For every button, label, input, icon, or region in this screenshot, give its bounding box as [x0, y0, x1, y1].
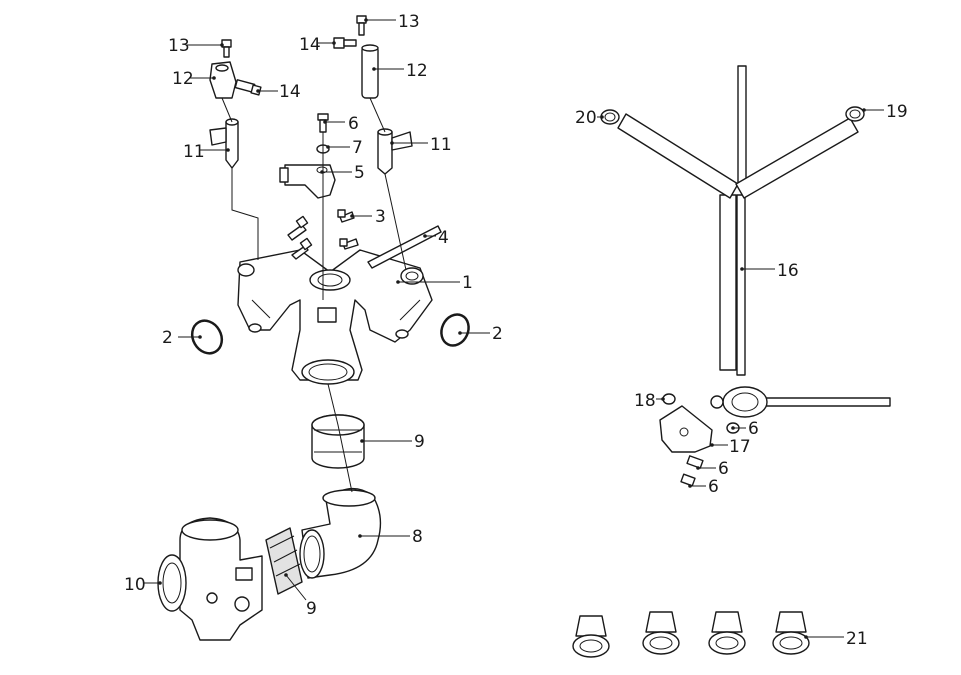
svg-text:1: 1	[462, 273, 473, 293]
fitting-14-right	[333, 37, 357, 49]
svg-text:13: 13	[168, 36, 190, 56]
callout-2-right: 2	[458, 324, 503, 344]
injector-right	[377, 128, 413, 175]
svg-text:7: 7	[352, 138, 363, 158]
callout-9-lower: 9	[284, 573, 317, 619]
svg-text:10: 10	[124, 575, 146, 595]
svg-text:5: 5	[354, 163, 365, 183]
svg-text:14: 14	[279, 82, 301, 102]
svg-text:13: 13	[398, 12, 420, 32]
svg-text:6: 6	[348, 114, 359, 134]
callout-12-right: 12	[372, 61, 428, 81]
svg-text:11: 11	[183, 142, 205, 162]
callout-16: 16	[740, 261, 799, 281]
callout-6-top: 6	[323, 114, 359, 134]
callout-4: 4	[423, 228, 449, 248]
bracket-part	[367, 225, 442, 269]
callout-9-upper: 9	[360, 432, 425, 452]
assembly-lines	[221, 97, 407, 493]
svg-text:3: 3	[375, 207, 386, 227]
callout-2-left: 2	[162, 328, 202, 348]
callout-6-r1: 6	[731, 419, 759, 439]
callout-14-left: 14	[256, 82, 301, 102]
callout-6-r2: 6	[696, 459, 729, 479]
valve-body	[710, 386, 768, 418]
bolts-6-right	[680, 422, 740, 487]
cap-21-b	[642, 611, 680, 655]
cap-21-d	[772, 611, 810, 655]
svg-text:16: 16	[777, 261, 799, 281]
cap-21-a	[572, 615, 610, 658]
callout-10: 10	[124, 575, 162, 595]
svg-text:2: 2	[162, 328, 173, 348]
callout-12-left: 12	[172, 69, 216, 89]
svg-text:19: 19	[886, 102, 908, 122]
callouts: 1 2 2 3 4 5 6 6	[124, 12, 908, 649]
callout-20: 20	[575, 108, 604, 128]
callout-1: 1	[396, 273, 473, 293]
intake-manifold-part	[237, 249, 433, 385]
sensor-part	[279, 164, 336, 199]
svg-text:14: 14	[299, 35, 321, 55]
callout-17: 17	[710, 437, 751, 457]
callout-7: 7	[326, 138, 363, 158]
callout-13-right: 13	[364, 12, 420, 32]
svg-text:6: 6	[718, 459, 729, 479]
bolt-13-left	[221, 39, 232, 58]
o-ring-left	[190, 319, 224, 355]
svg-text:2: 2	[492, 324, 503, 344]
svg-text:6: 6	[708, 477, 719, 497]
svg-text:4: 4	[438, 228, 449, 248]
callout-13-left: 13	[168, 36, 224, 56]
svg-text:17: 17	[729, 437, 751, 457]
hose-clamp-lower	[265, 527, 303, 595]
callout-14-right: 14	[299, 35, 336, 55]
callout-19: 19	[862, 102, 908, 122]
svg-text:9: 9	[414, 432, 425, 452]
svg-text:20: 20	[575, 108, 597, 128]
svg-text:18: 18	[634, 391, 656, 411]
fitting-14-left	[234, 79, 262, 96]
filter-cap-19	[845, 106, 865, 122]
callout-11-right: 11	[390, 135, 452, 155]
fuel-rail-right	[361, 44, 379, 99]
mounting-plate-17	[659, 405, 713, 453]
throttle-body	[157, 517, 263, 641]
svg-text:11: 11	[430, 135, 452, 155]
callout-8: 8	[358, 527, 423, 547]
svg-text:9: 9	[306, 599, 317, 619]
callout-21: 21	[804, 629, 868, 649]
svg-text:21: 21	[846, 629, 868, 649]
cap-21-c	[708, 611, 746, 655]
fuel-rail-left	[209, 61, 237, 99]
svg-text:12: 12	[172, 69, 194, 89]
intake-elbow-hose	[299, 487, 382, 579]
callout-3: 3	[350, 207, 386, 227]
svg-text:6: 6	[748, 419, 759, 439]
callout-5: 5	[320, 163, 365, 183]
bolt-6-top	[317, 113, 329, 133]
fuel-tube-assembly	[617, 65, 891, 407]
callout-11-left: 11	[183, 142, 230, 162]
bolt-group-3	[287, 209, 359, 260]
injector-left	[209, 118, 239, 169]
svg-text:12: 12	[406, 61, 428, 81]
callout-18: 18	[634, 391, 665, 411]
svg-text:8: 8	[412, 527, 423, 547]
callout-6-r3: 6	[688, 477, 719, 497]
o-ring-right	[440, 313, 470, 347]
